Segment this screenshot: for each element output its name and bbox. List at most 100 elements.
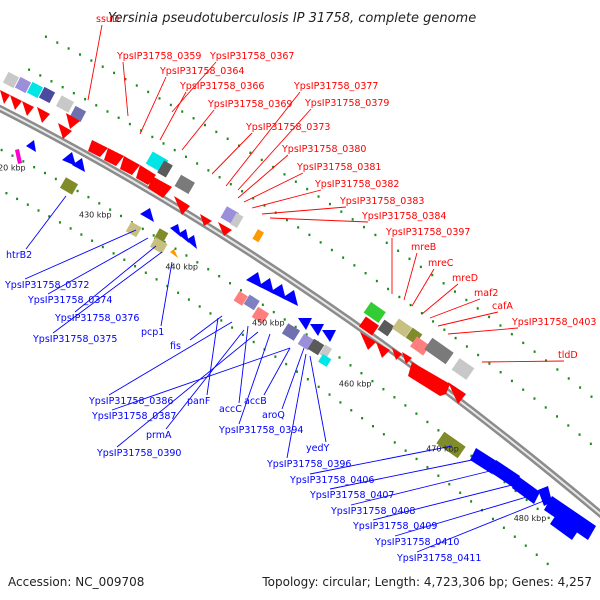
gene-label-forward[interactable]: YpsIP31758_0373 xyxy=(245,122,330,133)
gene-label-reverse[interactable]: accB xyxy=(244,396,267,407)
gene-arrow-forward[interactable] xyxy=(66,113,80,129)
feature-box[interactable] xyxy=(377,319,395,337)
gene-label-forward[interactable]: ssuD xyxy=(96,14,119,25)
gene-label-forward[interactable]: YpsIP31758_0369 xyxy=(207,99,292,110)
gene-arrow-forward[interactable] xyxy=(402,352,412,364)
gene-label-forward[interactable]: YpsIP31758_0379 xyxy=(304,98,389,109)
feature-box[interactable] xyxy=(56,95,74,113)
gene-arrow-forward[interactable] xyxy=(200,214,212,226)
gene-label-forward[interactable]: YpsIP31758_0359 xyxy=(116,51,201,62)
gene-arrow-reverse[interactable] xyxy=(270,284,286,300)
gene-label-forward[interactable]: mreB xyxy=(411,242,436,253)
gene-label-reverse[interactable]: YpsIP31758_0386 xyxy=(88,396,173,407)
gene-label-reverse[interactable]: YpsIP31758_0376 xyxy=(54,313,139,324)
gene-arrow-reverse[interactable] xyxy=(538,486,552,506)
gene-label-reverse[interactable]: panF xyxy=(187,396,210,407)
feature-box[interactable] xyxy=(363,301,386,323)
feature-box[interactable] xyxy=(424,337,454,365)
gene-arrow-reverse[interactable] xyxy=(258,278,274,294)
gene-label-reverse[interactable]: YpsIP31758_0372 xyxy=(4,280,89,291)
feature-box[interactable] xyxy=(174,174,195,195)
gene-label-forward[interactable]: mreD xyxy=(452,273,478,284)
gene-arrow-forward[interactable] xyxy=(88,140,108,157)
feature-box[interactable] xyxy=(281,323,301,341)
gene-label-reverse[interactable]: pcp1 xyxy=(141,327,164,338)
feature-box[interactable] xyxy=(170,249,178,258)
gene-arrow-reverse[interactable] xyxy=(470,448,498,474)
gene-label-reverse[interactable]: YpsIP31758_0387 xyxy=(91,411,176,422)
gene-label-forward[interactable]: YpsIP31758_0397 xyxy=(385,227,470,238)
gene-arrow-reverse[interactable] xyxy=(26,140,36,152)
gene-arrow-forward[interactable] xyxy=(104,148,124,166)
gene-label-reverse[interactable]: YpsIP31758_0410 xyxy=(374,537,459,548)
feature-box[interactable] xyxy=(157,160,173,178)
gene-arrow-forward[interactable] xyxy=(218,222,232,236)
gene-arrow-reverse[interactable] xyxy=(310,324,324,336)
gene-label-forward[interactable]: maf2 xyxy=(474,288,498,299)
gene-label-forward[interactable]: YpsIP31758_0377 xyxy=(293,81,378,92)
feature-box[interactable] xyxy=(233,291,248,306)
gene-arrow-forward[interactable] xyxy=(10,95,22,110)
gene-label-reverse[interactable]: YpsIP31758_0390 xyxy=(96,448,181,459)
gene-arrow-reverse[interactable] xyxy=(512,476,540,504)
gene-label-forward[interactable]: YpsIP31758_0381 xyxy=(296,162,381,173)
gene-arrow-forward[interactable] xyxy=(0,90,10,104)
gene-label-reverse[interactable]: YpsIP31758_0375 xyxy=(32,334,117,345)
gene-label-forward[interactable]: YpsIP31758_0383 xyxy=(339,196,424,207)
gene-label-reverse[interactable]: htrB2 xyxy=(6,250,32,261)
gene-label-reverse[interactable]: YpsIP31758_0411 xyxy=(396,553,481,564)
gene-label-forward[interactable]: cafA xyxy=(492,301,513,312)
gene-arrow-forward[interactable] xyxy=(58,123,72,139)
gene-arrow-reverse[interactable] xyxy=(544,496,596,540)
feature-box[interactable] xyxy=(251,306,270,324)
feature-box[interactable] xyxy=(451,358,475,380)
feature-box[interactable] xyxy=(26,81,44,99)
gene-arrow-forward[interactable] xyxy=(360,332,376,350)
gene-label-reverse[interactable]: YpsIP31758_0394 xyxy=(218,425,303,436)
feature-box[interactable] xyxy=(59,177,79,195)
gene-label-reverse[interactable]: prmA xyxy=(146,430,172,441)
feature-box[interactable] xyxy=(149,237,168,254)
gene-arrow-forward[interactable] xyxy=(37,107,50,123)
gene-label-forward[interactable]: mreC xyxy=(428,258,454,269)
gene-label-reverse[interactable]: YpsIP31758_0409 xyxy=(352,521,437,532)
gene-label-forward[interactable]: YpsIP31758_0382 xyxy=(314,179,399,190)
feature-box[interactable] xyxy=(15,149,22,164)
feature-box[interactable] xyxy=(307,338,325,356)
gene-label-forward[interactable]: YpsIP31758_0384 xyxy=(361,211,446,222)
gene-arrow-forward[interactable] xyxy=(148,176,172,198)
gene-label-reverse[interactable]: YpsIP31758_0406 xyxy=(289,475,374,486)
feature-box[interactable] xyxy=(318,353,332,367)
gene-arrow-reverse[interactable] xyxy=(186,235,197,249)
gene-arrow-forward[interactable] xyxy=(448,382,466,404)
gene-label-forward[interactable]: YpsIP31758_0366 xyxy=(179,81,264,92)
feature-box[interactable] xyxy=(2,71,20,89)
gene-label-forward[interactable]: YpsIP31758_0380 xyxy=(281,144,366,155)
feature-box[interactable] xyxy=(125,221,142,238)
gene-arrow-forward[interactable] xyxy=(120,156,140,175)
gene-arrow-reverse[interactable] xyxy=(246,272,262,288)
gene-arrow-forward[interactable] xyxy=(392,348,402,360)
gene-label-forward[interactable]: YpsIP31758_0367 xyxy=(209,51,294,62)
feature-box[interactable] xyxy=(392,318,412,338)
gene-arrow-reverse[interactable] xyxy=(322,330,336,342)
gene-label-forward[interactable]: tldD xyxy=(558,350,578,361)
gene-arrow-reverse[interactable] xyxy=(170,224,181,237)
feature-box[interactable] xyxy=(243,294,260,311)
feature-box[interactable] xyxy=(252,229,264,243)
gene-arrow-forward[interactable] xyxy=(22,101,34,116)
feature-box[interactable] xyxy=(410,336,430,356)
gene-label-forward[interactable]: YpsIP31758_0364 xyxy=(159,66,244,77)
feature-box[interactable] xyxy=(436,431,466,459)
gene-label-reverse[interactable]: YpsIP31758_0374 xyxy=(27,295,112,306)
gene-arrow-forward[interactable] xyxy=(174,196,190,215)
gene-label-forward[interactable]: YpsIP31758_0403 xyxy=(511,317,596,328)
gene-arrow-reverse[interactable] xyxy=(282,290,298,306)
gene-arrow-reverse[interactable] xyxy=(72,158,85,172)
feature-box[interactable] xyxy=(38,86,56,104)
gene-arrow-forward[interactable] xyxy=(408,362,450,396)
gene-arrow-reverse[interactable] xyxy=(490,460,520,488)
gene-arrow-reverse[interactable] xyxy=(140,208,154,222)
gene-label-reverse[interactable]: YpsIP31758_0407 xyxy=(309,490,394,501)
feature-box[interactable] xyxy=(359,316,379,336)
